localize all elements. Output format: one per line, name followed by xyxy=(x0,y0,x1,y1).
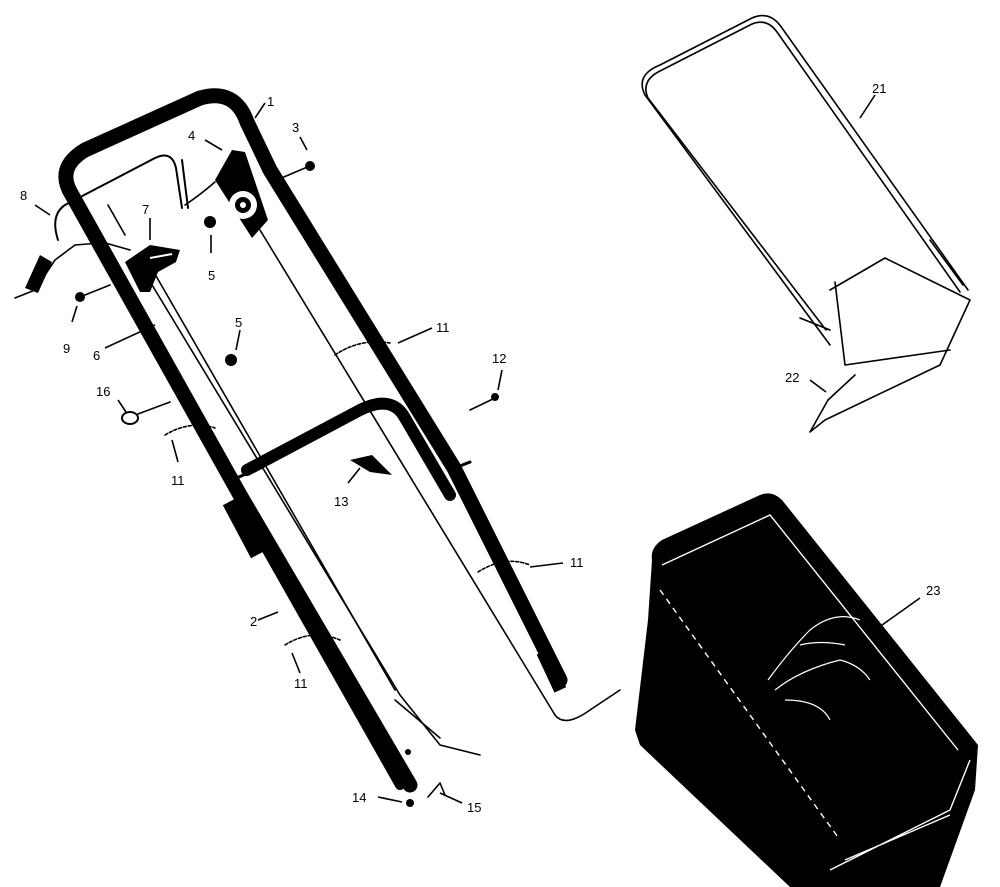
callout-14: 14 xyxy=(352,790,366,805)
control-cable xyxy=(259,229,621,755)
callout-labels: 1 2 3 4 5 5 6 7 8 9 11 11 11 11 12 13 14… xyxy=(20,81,940,815)
lower-handle xyxy=(241,397,567,790)
callout-8: 8 xyxy=(20,188,27,203)
callout-21: 21 xyxy=(872,81,886,96)
leader-lines xyxy=(34,94,921,804)
callout-16: 16 xyxy=(96,384,110,399)
callout-13: 13 xyxy=(334,494,348,509)
callout-3: 3 xyxy=(292,120,299,135)
callout-12: 12 xyxy=(492,351,506,366)
grass-bag xyxy=(635,493,978,887)
callout-5-mid: 5 xyxy=(235,315,242,330)
callout-11-lower: 11 xyxy=(294,676,308,691)
starter-rope-handle xyxy=(14,242,101,299)
callout-1: 1 xyxy=(267,94,274,109)
cable-ties xyxy=(164,341,531,646)
callout-5-top: 5 xyxy=(208,268,215,283)
control-housing xyxy=(125,245,180,292)
callout-11-right: 11 xyxy=(570,555,584,570)
callout-11-upper: 11 xyxy=(436,320,450,335)
callout-11-left: 11 xyxy=(171,473,185,488)
engine-control-bracket xyxy=(184,150,268,238)
hardware xyxy=(75,161,499,807)
callout-23: 23 xyxy=(926,583,940,598)
callout-7: 7 xyxy=(142,202,149,217)
grass-bag-frame xyxy=(641,14,969,346)
callout-9: 9 xyxy=(63,341,70,356)
callout-6: 6 xyxy=(93,348,100,363)
grass-bag-bottom-frame xyxy=(809,257,971,433)
control-bail-rod xyxy=(54,154,481,756)
callout-22: 22 xyxy=(785,370,799,385)
callout-2: 2 xyxy=(250,614,257,629)
callout-15: 15 xyxy=(467,800,481,815)
upper-handle xyxy=(58,88,568,793)
callout-4: 4 xyxy=(188,128,195,143)
